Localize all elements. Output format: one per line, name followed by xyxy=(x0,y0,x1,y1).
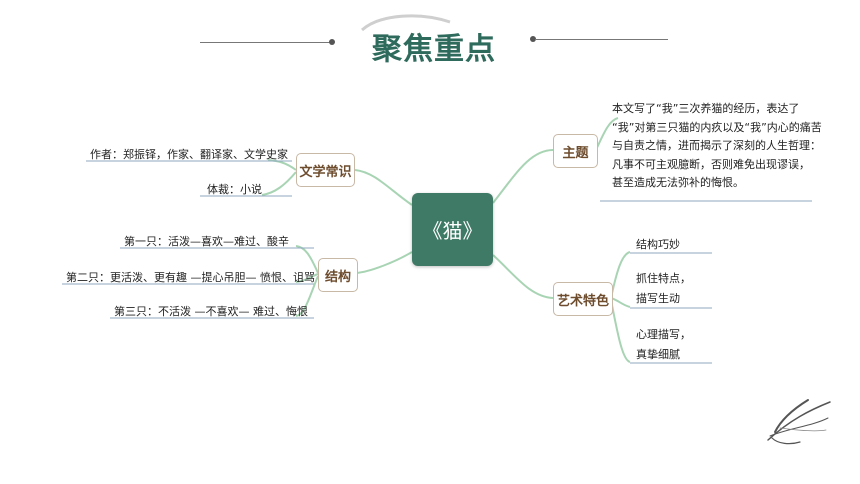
connector-art xyxy=(492,254,554,299)
leaf-cat-first: 第一只：活泼—喜欢—难过、酸辛 xyxy=(124,235,289,248)
connector-art-3 xyxy=(610,299,631,363)
theme-text-line-3: 与自责之情，进而揭示了深刻的人生哲理： xyxy=(612,139,821,152)
connector-structure-2 xyxy=(295,273,319,283)
center-node: 《猫》 xyxy=(412,193,493,266)
leaf-art-characteristics-2: 描写生动 xyxy=(636,292,680,305)
leaf-art-psychology-1: 心理描写， xyxy=(636,328,691,341)
page-title: 聚焦重点 xyxy=(372,32,496,67)
title-left-dot xyxy=(329,39,335,45)
connector-art-2 xyxy=(610,297,631,308)
theme-text-line-2: “我”对第三只猫的内疚以及“我”内心的痛苦 xyxy=(612,120,822,134)
leaf-genre: 体裁：小说 xyxy=(207,183,262,196)
title-right-rule xyxy=(535,39,668,40)
connector-theme xyxy=(492,149,554,204)
leaf-art-characteristics-1: 抓住特点， xyxy=(636,272,691,285)
leaf-art-structure: 结构巧妙 xyxy=(636,238,680,251)
connector-structure xyxy=(355,251,413,274)
theme-text-line-1: 本文写了“我”三次养猫的经历，表达了 xyxy=(612,102,800,115)
theme-text-line-4: 凡事不可主观臆断，否则难免出现谬误， xyxy=(612,157,810,171)
connector-literature xyxy=(354,169,413,206)
connector-theme-text xyxy=(595,117,619,151)
branch-theme: 主题 xyxy=(553,134,598,168)
title-brush-decoration xyxy=(361,14,451,32)
theme-text-line-5: 甚至造成无法弥补的悔恨。 xyxy=(612,176,744,189)
title-right-dot xyxy=(530,36,536,42)
connector-art-1 xyxy=(610,251,631,299)
connector-structure-3 xyxy=(295,275,319,317)
connector-structure-1 xyxy=(295,245,319,274)
title-left-rule xyxy=(200,42,330,43)
leaf-art-psychology-2: 真挚细腻 xyxy=(636,348,680,361)
branch-literature: 文学常识 xyxy=(296,153,355,187)
connector-literature-genre xyxy=(261,171,297,196)
branch-structure: 结构 xyxy=(318,258,358,292)
branch-art-features: 艺术特色 xyxy=(553,282,613,316)
leaf-cat-third: 第三只：不活泼 —不喜欢— 难过、悔恨 xyxy=(114,305,308,318)
leaf-cat-second: 第二只：更活泼、更有趣 —提心吊胆— 愤恨、诅骂 xyxy=(66,271,315,284)
leaf-author: 作者：郑振铎，作家、翻译家、文学史家 xyxy=(90,148,288,161)
connector-literature-author xyxy=(267,159,297,171)
ink-leaf-decoration xyxy=(767,399,831,445)
